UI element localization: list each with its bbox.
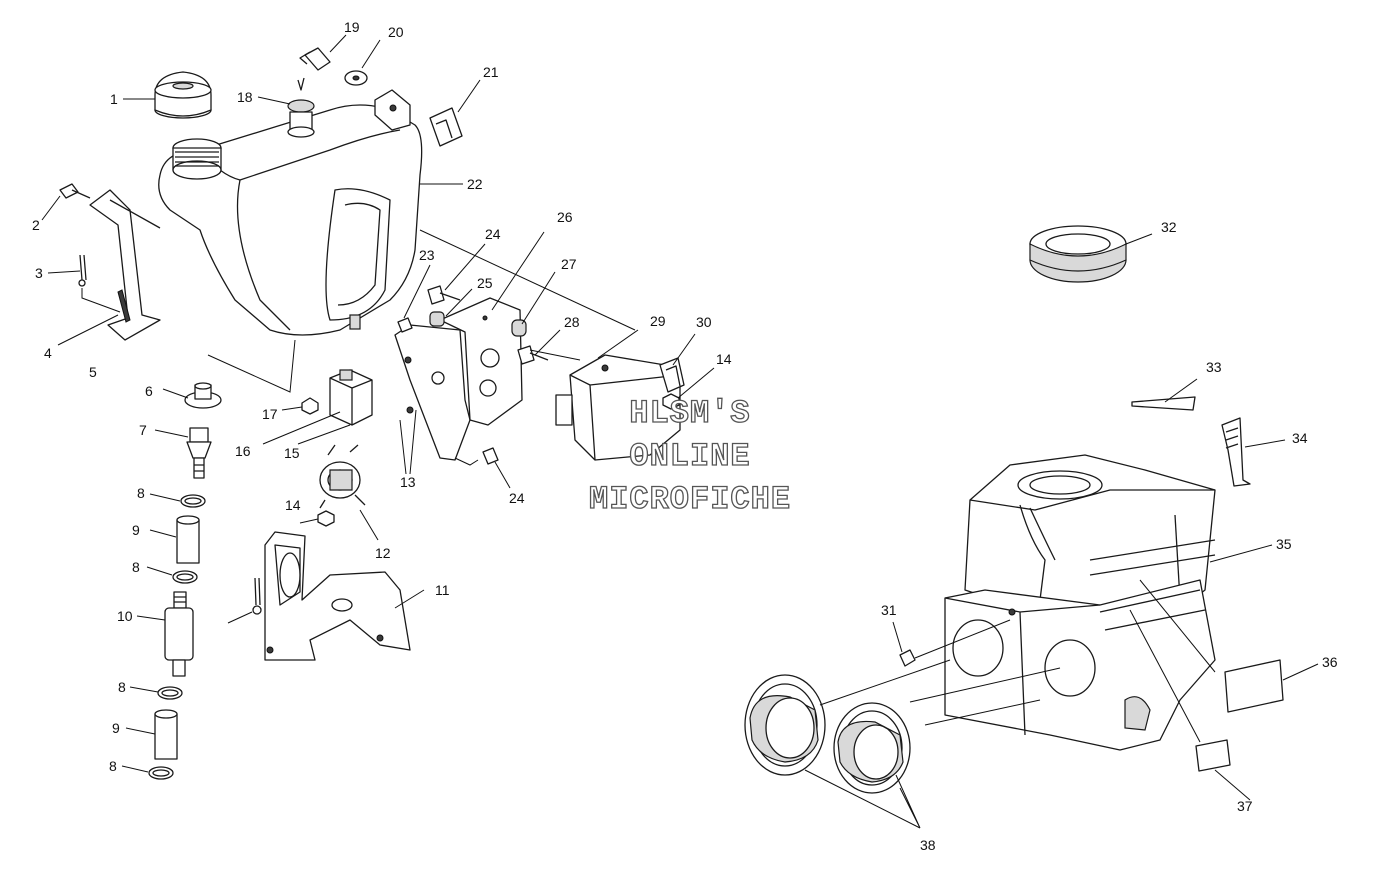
callout-8-c: 8 <box>118 679 126 695</box>
fuel-pump-lower <box>319 444 366 509</box>
callout-23: 23 <box>419 247 435 263</box>
leader-lines <box>41 34 1319 829</box>
callout-14-upper: 14 <box>716 351 732 367</box>
callout-13: 13 <box>400 474 416 490</box>
callout-34: 34 <box>1292 430 1308 446</box>
callout-24-lower: 24 <box>509 490 525 506</box>
callout-18: 18 <box>237 89 253 105</box>
tank-mount-bolt <box>299 47 331 71</box>
callout-35: 35 <box>1276 536 1292 552</box>
regulator-bracket <box>439 297 523 426</box>
decal-36 <box>1224 659 1284 713</box>
callout-25: 25 <box>477 275 493 291</box>
filler-neck <box>172 138 222 180</box>
washer <box>344 70 368 86</box>
intake-boot-1 <box>744 674 826 776</box>
strap-34 <box>1221 417 1251 487</box>
decal-37 <box>1195 739 1231 772</box>
callout-11: 11 <box>435 582 450 598</box>
callout-2: 2 <box>32 217 40 233</box>
tank-tab <box>374 89 411 131</box>
grommet <box>184 382 222 409</box>
callout-14-lower: 14 <box>285 497 301 513</box>
hose-clamp-3 <box>157 686 183 700</box>
watermark-line-1: HLSM'S <box>629 395 750 432</box>
intake-boot-2 <box>833 702 911 794</box>
callout-5: 5 <box>89 364 97 380</box>
mount-bolt-24 <box>427 285 461 305</box>
hose-clamp-4 <box>148 766 174 780</box>
fuel-hose-lower <box>154 709 178 760</box>
pump-bracket <box>264 531 411 661</box>
callout-22: 22 <box>467 176 483 192</box>
cdi-module <box>555 354 681 461</box>
watermark: HLSM'S ONLINE MICROFICHE <box>588 394 791 518</box>
vent-valve <box>287 77 315 138</box>
callout-15: 15 <box>284 445 300 461</box>
callout-29: 29 <box>650 313 666 329</box>
callout-8-d: 8 <box>109 758 117 774</box>
callout-10: 10 <box>117 608 133 624</box>
cotter-pin-lower <box>252 577 262 615</box>
nut-14 <box>662 393 680 410</box>
callout-27: 27 <box>561 256 577 272</box>
callout-9-b: 9 <box>112 720 120 736</box>
callout-38: 38 <box>920 837 936 853</box>
tank-bracket <box>89 189 161 341</box>
hose-clamp-1 <box>180 494 206 508</box>
callout-4: 4 <box>44 345 52 361</box>
fuel-pump-upper <box>329 369 373 426</box>
watermark-line-3: MICROFICHE <box>589 481 791 518</box>
fuel-tank <box>158 104 423 336</box>
callout-33: 33 <box>1206 359 1222 375</box>
callout-7: 7 <box>139 422 147 438</box>
callout-37: 37 <box>1237 798 1253 814</box>
watermark-line-2: ONLINE <box>629 438 750 475</box>
mount-screw-23 <box>397 317 413 333</box>
tank-clip <box>429 107 463 147</box>
callout-1: 1 <box>110 91 118 107</box>
clip-30 <box>659 357 685 393</box>
cotter-pin-upper <box>78 254 87 287</box>
bracket-screw <box>59 183 91 199</box>
callout-32: 32 <box>1161 219 1177 235</box>
pump-nut <box>301 397 319 415</box>
callout-numbers: 1 2 3 4 5 6 7 8 9 8 10 8 9 8 11 12 13 14… <box>32 19 1338 853</box>
airbox-lid <box>964 454 1216 621</box>
callout-30: 30 <box>696 314 712 330</box>
callout-28: 28 <box>564 314 580 330</box>
callout-8-a: 8 <box>137 485 145 501</box>
callout-12: 12 <box>375 545 391 561</box>
callout-20: 20 <box>388 24 404 40</box>
callout-36: 36 <box>1322 654 1338 670</box>
callout-6: 6 <box>145 383 153 399</box>
callout-26: 26 <box>557 209 573 225</box>
nut-14-lower <box>317 510 335 527</box>
callout-17: 17 <box>262 406 278 422</box>
callout-9-a: 9 <box>132 522 140 538</box>
callout-8-b: 8 <box>132 559 140 575</box>
mount-plate <box>394 324 471 461</box>
callout-16: 16 <box>235 443 251 459</box>
foam-ring <box>1029 225 1127 283</box>
airbox-base <box>944 579 1216 751</box>
spacer-25 <box>429 311 445 327</box>
callout-3-upper: 3 <box>35 265 43 281</box>
fuel-hose-upper <box>176 515 200 564</box>
fitting-31 <box>899 649 916 667</box>
decal-33 <box>1131 396 1196 411</box>
fuel-cap <box>154 71 212 119</box>
spacer-27 <box>511 319 527 337</box>
bolt-24-lower <box>482 447 499 465</box>
bolt-28 <box>517 345 549 365</box>
hose-clamp-2 <box>172 570 198 584</box>
callout-31: 31 <box>881 602 897 618</box>
callout-19: 19 <box>344 19 360 35</box>
fuel-fitting <box>186 427 212 479</box>
callout-24-upper: 24 <box>485 226 501 242</box>
fuel-filter <box>164 591 194 677</box>
callout-21: 21 <box>483 64 499 80</box>
